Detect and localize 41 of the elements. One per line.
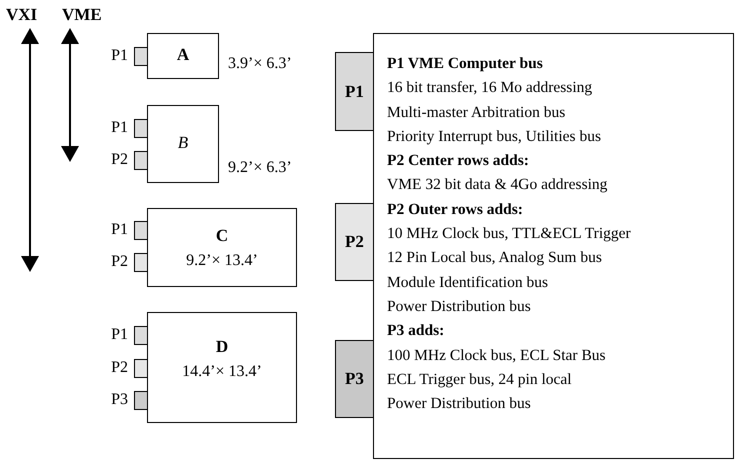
- board-name: D: [214, 337, 230, 358]
- bus-feature: Power Distribution bus: [387, 394, 532, 414]
- standard-label: VXI: [6, 5, 38, 25]
- bus-feature: 16 bit transfer, 16 Mo addressing: [387, 78, 594, 98]
- bus-feature: 10 MHz Clock bus, TTL&ECL Trigger: [387, 224, 632, 244]
- connector-label: P2: [111, 359, 128, 377]
- bus-feature: Priority Interrupt bus, Utilities bus: [387, 126, 602, 147]
- section-heading: P3 adds:: [387, 321, 446, 342]
- connector-label: P3: [111, 391, 128, 409]
- board-size: 9.2’× 13.4’: [185, 252, 259, 270]
- board-size: 14.4’× 13.4’: [181, 363, 263, 382]
- section-heading: P1 VME Computer bus: [387, 54, 544, 74]
- bus-feature: 12 Pin Local bus, Analog Sum bus: [387, 248, 603, 268]
- circuit-board: [147, 33, 219, 79]
- connector-label: P2: [111, 253, 128, 271]
- board-name: C: [214, 226, 230, 246]
- bus-feature: Multi-master Arbitration bus: [387, 102, 566, 123]
- connector-label: P1: [111, 47, 128, 65]
- section-heading: P2 Center rows adds:: [387, 151, 530, 172]
- board-name: A: [176, 45, 190, 65]
- bus-feature: VME 32 bit data & 4Go addressing: [387, 175, 608, 196]
- bus-description-panel: [373, 33, 734, 459]
- bus-feature: Power Distribution bus: [387, 296, 532, 317]
- standard-label: VME: [62, 5, 102, 25]
- connector-tab: P1: [335, 52, 374, 131]
- connector-label: P1: [111, 119, 128, 137]
- connector-label: P1: [111, 221, 128, 239]
- circuit-board: [147, 208, 297, 287]
- connector-label: P1: [111, 326, 128, 344]
- circuit-board: [147, 312, 297, 423]
- bus-feature: Module Identification bus: [387, 272, 549, 293]
- connector-tab: P2: [335, 203, 374, 281]
- bus-feature: ECL Trigger bus, 24 pin local: [387, 370, 573, 390]
- board-size: 9.2’× 6.3’: [228, 159, 292, 177]
- board-name: B: [176, 133, 190, 153]
- bus-feature: 100 MHz Clock bus, ECL Star Bus: [387, 346, 607, 366]
- board-size: 3.9’× 6.3’: [228, 55, 292, 73]
- connector-label: P2: [111, 151, 128, 169]
- circuit-board: [147, 105, 219, 183]
- section-heading: P2 Outer rows adds:: [387, 200, 524, 220]
- connector-tab: P3: [335, 340, 374, 418]
